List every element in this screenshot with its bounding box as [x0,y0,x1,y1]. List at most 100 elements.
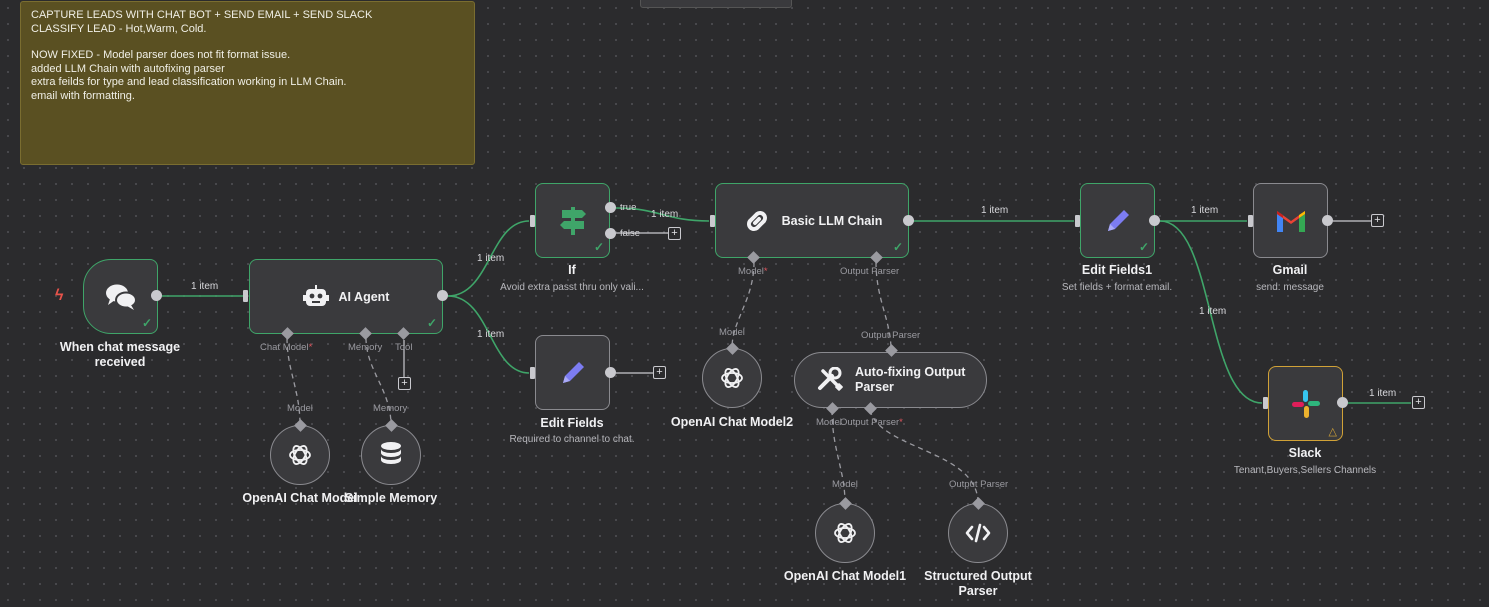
sticky-line-1: CAPTURE LEADS WITH CHAT BOT + SEND EMAIL… [31,9,373,21]
robot-icon [302,284,329,306]
node-openai-chat-model[interactable] [270,425,330,485]
chat-bubbles-icon [105,284,137,310]
port-label-parser-model: Model [816,417,842,428]
node-label-gmail: Gmail [1272,263,1308,277]
pencil-icon [1107,209,1129,231]
success-check-icon: ✓ [593,240,604,254]
port-label-chat-model: Chat Model* [260,342,313,353]
node-openai-chat-model1[interactable] [815,503,875,563]
output-handle-edit-fields1[interactable] [1149,215,1160,226]
output-handle-slack[interactable] [1337,397,1348,408]
node-slack[interactable]: △ [1268,366,1343,441]
port-label-structured-output: Output Parser [949,479,1009,490]
node-subtitle-edit-fields: Required to channel to chat. [509,434,635,445]
node-simple-memory[interactable] [361,425,421,485]
edge-edit1-slack [1159,220,1263,404]
input-handle-gmail[interactable] [1248,215,1253,227]
slack-icon [1291,389,1320,418]
input-handle-edit-fields1[interactable] [1075,215,1080,227]
add-node-button-if-false[interactable]: + [668,227,681,240]
input-handle-slack[interactable] [1263,397,1268,409]
port-label-model2: Model [719,327,745,338]
add-node-button-edit-fields[interactable]: + [653,366,666,379]
output-handle-gmail[interactable] [1322,215,1333,226]
sticky-line-7: email with formatting. [31,89,135,102]
node-subtitle-if: Avoid extra passt thru only vali... [500,282,644,293]
openai-icon [289,445,311,465]
port-label-parser-output-parser: Output Parser* [840,417,903,428]
sticky-note[interactable]: CAPTURE LEADS WITH CHAT BOT + SEND EMAIL… [20,1,475,165]
output-handle-chat-trigger[interactable] [151,290,162,301]
add-node-button-slack[interactable]: + [1412,396,1425,409]
port-label-memory-sub: Memory [373,403,408,414]
success-check-icon: ✓ [426,316,437,330]
add-tool-button[interactable]: + [398,377,411,390]
input-handle-if[interactable] [530,215,535,227]
output-handle-if-true[interactable] [605,202,616,213]
node-subtitle-slack: Tenant,Buyers,Sellers Channels [1233,465,1377,476]
sticky-line-4: NOW FIXED - Model parser does not fit fo… [31,49,291,61]
output-handle-edit-fields[interactable] [605,367,616,378]
node-auto-fixing-parser[interactable]: Auto-fixing Output Parser [794,352,987,408]
top-toolbar [640,0,792,8]
node-edit-fields1[interactable]: ✓ [1080,183,1155,258]
node-label-structured-output-parser: Structured Output Parser [918,569,1038,599]
openai-icon [834,523,856,543]
edge-label-agent-editfields: 1 item [477,329,505,340]
structured-parser-line2: Parser [958,584,998,598]
node-label-openai-chat-model1: OpenAI Chat Model1 [783,569,907,583]
output-handle-if-false[interactable] [605,228,616,239]
gmail-icon [1276,210,1305,232]
auto-fixing-title-line2: Parser [855,380,894,394]
node-label-if: If [568,263,576,277]
auto-fixing-title-line1: Auto-fixing Output [855,365,966,379]
edge-label-edit1-gmail: 1 item [1191,205,1219,216]
edge-model2-llm [731,261,755,349]
edge-label-llm-edit1: 1 item [981,205,1009,216]
if-true-output-label: true [620,202,637,213]
warning-triangle-icon[interactable]: △ [1328,426,1337,438]
pencil-icon [562,361,584,383]
node-if[interactable]: ✓ [535,183,610,258]
success-check-icon: ✓ [141,316,152,330]
node-label-edit-fields: Edit Fields [540,416,604,430]
port-label-tool: Tool [395,342,413,353]
port-label-llm-model: Model* [738,266,768,277]
node-label-openai-chat-model2: OpenAI Chat Model2 [670,415,794,429]
llm-chain-title: Basic LLM Chain [781,213,883,228]
node-chat-trigger[interactable]: ✓ [83,259,158,334]
sticky-line-6: extra feilds for type and lead classific… [31,76,347,88]
node-structured-output-parser[interactable] [948,503,1008,563]
node-label-slack: Slack [1288,446,1322,460]
node-label-chat-trigger: When chat message received [59,340,181,369]
node-gmail[interactable] [1253,183,1328,258]
input-handle-edit-fields[interactable] [530,367,535,379]
edge-label-slack-out: 1 item [1369,388,1397,399]
node-subtitle-gmail: send: message [1256,282,1324,293]
add-node-button-gmail[interactable]: + [1371,214,1384,227]
link-icon [746,210,767,231]
edge-model1-parser [831,409,846,504]
node-openai-chat-model2[interactable] [702,348,762,408]
edge-label-trigger-agent: 1 item [191,281,219,292]
output-handle-ai-agent[interactable] [437,290,448,301]
trigger-bolt-icon: ϟ [55,287,64,304]
edge-label-agent-if: 1 item [477,253,505,264]
edge-agent-if [447,220,530,297]
input-handle-ai-agent[interactable] [243,290,248,302]
node-basic-llm-chain[interactable]: Basic LLM Chain ✓ [715,183,909,258]
output-handle-llm-chain[interactable] [903,215,914,226]
node-subtitle-edit-fields1: Set fields + format email. [1061,282,1173,293]
edge-structured-parser [869,409,979,504]
input-handle-llm-chain[interactable] [710,215,715,227]
sticky-line-5: added LLM Chain with autofixing parser [31,62,225,75]
node-label-edit-fields1: Edit Fields1 [1081,263,1153,277]
edge-parser-llm [875,261,892,351]
edge-label-edit1-slack: 1 item [1199,306,1227,317]
node-ai-agent[interactable]: AI Agent ✓ [249,259,443,334]
node-edit-fields[interactable] [535,335,610,410]
edge-chatmodel-agent [286,337,301,426]
port-label-model1: Model [832,479,858,490]
